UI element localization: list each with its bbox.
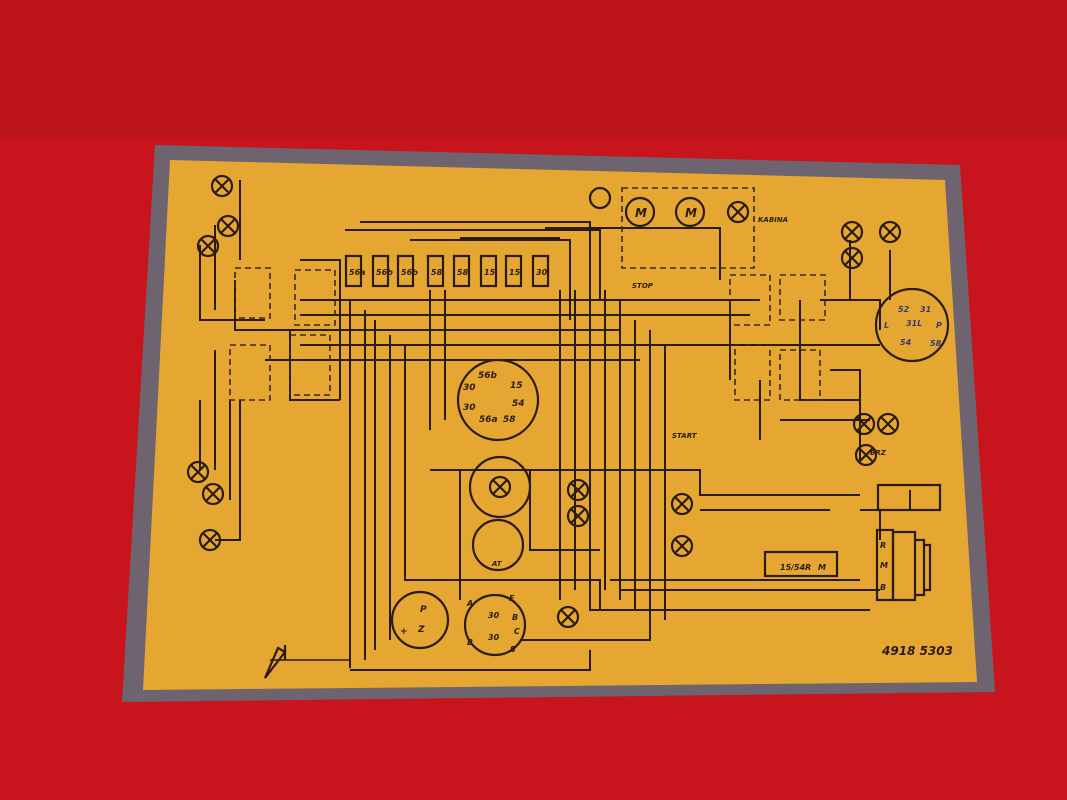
lamp-icon xyxy=(210,174,234,198)
part-number: 4918 5303 xyxy=(881,644,953,658)
relay-blocks xyxy=(229,267,826,401)
svg-text:R: R xyxy=(880,541,886,550)
svg-text:E: E xyxy=(509,594,515,603)
svg-text:54: 54 xyxy=(512,399,525,409)
motor-label: M xyxy=(685,206,697,220)
lamp-icon xyxy=(566,478,590,502)
light-switch: P Z + xyxy=(390,590,450,650)
fuse-label: 30 xyxy=(536,268,548,277)
svg-text:L: L xyxy=(884,321,889,330)
battery xyxy=(876,483,942,512)
lamp-icon xyxy=(201,482,225,506)
svg-text:30: 30 xyxy=(488,611,500,620)
svg-text:B: B xyxy=(467,638,473,647)
svg-text:15: 15 xyxy=(510,381,523,391)
fuse-label: 58 xyxy=(431,268,443,277)
fuse xyxy=(426,254,445,288)
fuse xyxy=(479,254,498,288)
fuse-label: 15 xyxy=(484,268,496,277)
fuse-label: 56b xyxy=(401,268,418,277)
ignition-switch: 56b 15 54 58 56a 30 30 xyxy=(456,358,540,442)
stop-label: STOP xyxy=(632,282,654,290)
start-label: START xyxy=(672,432,698,440)
fuse-label: 58 xyxy=(457,268,469,277)
lamps xyxy=(186,174,902,629)
fuse xyxy=(531,254,550,288)
svg-text:56a: 56a xyxy=(479,415,498,425)
svg-text:52: 52 xyxy=(898,305,910,314)
svg-text:P: P xyxy=(936,321,942,330)
lamp-icon xyxy=(670,534,694,558)
svg-text:58: 58 xyxy=(503,415,516,425)
svg-text:P: P xyxy=(420,605,427,615)
svg-text:31L: 31L xyxy=(906,319,922,328)
combination-switch: A B 30 30 E B C S xyxy=(463,593,527,657)
svg-text:30: 30 xyxy=(463,403,476,413)
horn-icon xyxy=(263,645,287,679)
svg-text:A: A xyxy=(466,599,473,608)
regulator: 15/54 R M xyxy=(763,550,839,578)
temp-gauge-label: AT xyxy=(491,560,503,568)
lamp-icon xyxy=(670,492,694,516)
svg-text:58: 58 xyxy=(930,339,942,348)
trailer-socket: 31 L 31L P 58 54 52 xyxy=(874,287,950,363)
fuse xyxy=(452,254,471,288)
svg-text:S: S xyxy=(510,645,516,654)
svg-text:15/54: 15/54 xyxy=(780,563,806,572)
lamp-icon xyxy=(840,246,864,270)
svg-text:B: B xyxy=(512,613,518,622)
svg-text:30: 30 xyxy=(488,633,500,642)
lamp-icon xyxy=(876,412,900,436)
fuse-label: 56b xyxy=(376,268,393,277)
lamp-icon xyxy=(854,443,878,467)
svg-text:M: M xyxy=(880,561,888,570)
lamp-icon xyxy=(878,220,902,244)
brake-lamp-label: BRZ xyxy=(870,449,887,457)
lamp-icon xyxy=(726,200,750,224)
gauges: AT xyxy=(468,455,532,572)
wiper-motor xyxy=(624,196,656,228)
fan-motor xyxy=(674,196,706,228)
svg-text:54: 54 xyxy=(900,338,912,347)
fuse xyxy=(396,254,415,288)
lamp-icon xyxy=(488,475,512,499)
svg-text:Z: Z xyxy=(417,625,425,635)
fuse-label: 56a xyxy=(349,268,366,277)
fuse xyxy=(371,254,390,288)
lamp-icon xyxy=(216,214,240,238)
svg-text:31: 31 xyxy=(920,305,931,314)
svg-text:R: R xyxy=(805,563,811,572)
wires xyxy=(199,180,911,671)
svg-text:C: C xyxy=(514,627,520,636)
cabin-label: KABINA xyxy=(758,216,788,224)
lamp-icon xyxy=(186,460,210,484)
lamp-icon xyxy=(566,504,590,528)
lamp-icon xyxy=(556,605,580,629)
cabin-section: M M KABINA STOP START xyxy=(588,186,788,440)
svg-text:M: M xyxy=(818,563,826,572)
gauge xyxy=(588,186,612,210)
motor-label: M xyxy=(635,206,647,220)
fuse xyxy=(504,254,523,288)
lamp-icon xyxy=(196,234,220,258)
lamp-icon xyxy=(840,220,864,244)
svg-text:+: + xyxy=(400,627,408,637)
lamp-icon xyxy=(852,412,876,436)
lamp-icon xyxy=(198,528,222,552)
fuse-box: 56a 56b 56b 58 58 15 15 30 xyxy=(344,254,550,288)
fuse xyxy=(344,254,363,288)
generator: R M B xyxy=(875,528,932,602)
svg-text:B: B xyxy=(880,583,886,592)
svg-text:56b: 56b xyxy=(478,371,498,381)
fuse-label: 15 xyxy=(509,268,521,277)
svg-text:30: 30 xyxy=(463,383,476,393)
